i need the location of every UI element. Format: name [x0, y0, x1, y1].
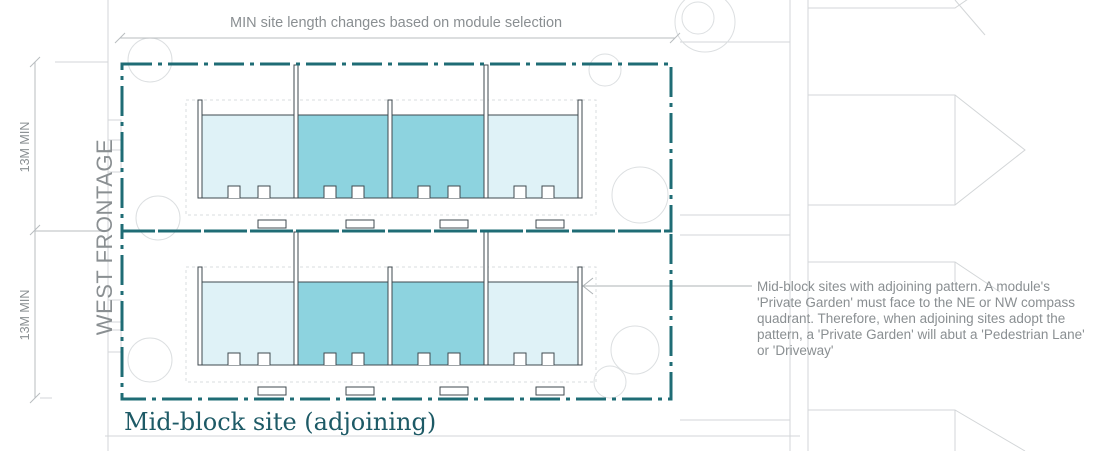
module-entry-notch: [227, 352, 241, 365]
module-dark: [389, 281, 487, 366]
module-entry-notch: [513, 352, 527, 365]
annotation-text: Mid-block sites with adjoining pattern. …: [757, 279, 1085, 358]
dimension-label-top: 13M MIN: [18, 121, 32, 173]
module-entry-notch: [541, 352, 555, 365]
module-light: [199, 114, 297, 199]
site-length-note: MIN site length changes based on module …: [230, 15, 563, 31]
party-wall: [577, 99, 583, 199]
dimension-label-bottom: 13M MIN: [18, 289, 32, 341]
module-dark: [389, 114, 487, 199]
party-wall: [577, 266, 583, 366]
site-boundary-north: [120, 62, 673, 233]
site-boundaries: [120, 62, 673, 401]
site-boundary-south: [120, 229, 673, 401]
party-wall: [387, 99, 393, 199]
module-entry-notch: [323, 352, 337, 365]
party-wall: [293, 64, 299, 199]
path-strip: [439, 386, 469, 396]
module-entry-notch: [417, 185, 431, 198]
module-entry-notch: [351, 185, 365, 198]
party-wall: [387, 266, 393, 366]
dimension-lines: [29, 32, 681, 404]
module-entry-notch: [447, 185, 461, 198]
module-entry-notch: [541, 185, 555, 198]
party-wall: [293, 231, 299, 366]
module-entry-notch: [257, 352, 271, 365]
module-dark: [295, 114, 391, 199]
module-entry-notch: [257, 185, 271, 198]
path-strip: [257, 386, 287, 396]
path-strip: [257, 219, 287, 229]
annotation-leader: [582, 277, 752, 295]
module-entry-notch: [447, 352, 461, 365]
west-frontage-label: WEST FRONTAGE: [92, 138, 117, 336]
modules-layer: [185, 64, 597, 396]
module-entry-notch: [417, 352, 431, 365]
diagram-caption: Mid-block site (adjoining): [124, 408, 437, 436]
module-light: [485, 114, 581, 199]
party-wall: [197, 266, 203, 366]
module-light: [199, 281, 297, 366]
path-strip: [535, 386, 565, 396]
party-wall: [197, 99, 203, 199]
party-wall: [483, 231, 489, 366]
path-strip: [535, 219, 565, 229]
module-entry-notch: [513, 185, 527, 198]
path-strip: [439, 219, 469, 229]
module-entry-notch: [323, 185, 337, 198]
path-strip: [345, 386, 375, 396]
module-dark: [295, 281, 391, 366]
background-context-linework: [40, 0, 1026, 451]
path-strip: [345, 219, 375, 229]
module-entry-notch: [351, 352, 365, 365]
module-entry-notch: [227, 185, 241, 198]
party-wall: [483, 64, 489, 199]
module-light: [485, 281, 581, 366]
